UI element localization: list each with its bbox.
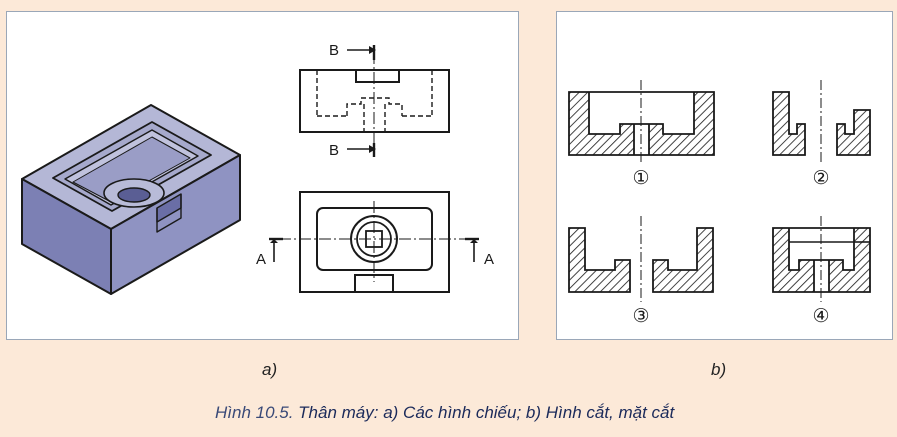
- caption-text: Thân máy: a) Các hình chiếu; b) Hình cắt…: [293, 403, 675, 422]
- front-view: [299, 45, 450, 157]
- panel-a-drawings: B B A A: [6, 11, 519, 340]
- figure-caption: Hình 10.5. Thân máy: a) Các hình chiếu; …: [215, 403, 674, 423]
- panel-a-svg: B B A A: [21, 42, 494, 295]
- section-option-3: [568, 216, 714, 302]
- caption-number: Hình 10.5.: [215, 403, 294, 422]
- section-marker-a-right: A: [484, 251, 494, 268]
- option-label-1: ①: [632, 168, 649, 189]
- top-view: [269, 191, 479, 293]
- section-option-1: [568, 80, 715, 164]
- option-label-3: ③: [632, 306, 649, 327]
- panel-b-svg: ① ② ③ ④: [568, 80, 871, 327]
- section-option-2: [772, 80, 871, 164]
- figure-label-b: b): [711, 360, 727, 379]
- option-label-2: ②: [812, 168, 829, 189]
- section-marker-b-bottom: B: [329, 142, 339, 159]
- option-label-4: ④: [812, 306, 829, 327]
- figure-label-a: a): [262, 360, 278, 379]
- section-marker-b-top: B: [329, 42, 339, 59]
- isometric-view: [21, 104, 241, 295]
- section-marker-a-left: A: [256, 251, 266, 268]
- section-option-4: [772, 216, 871, 302]
- panel-b-sections: ① ② ③ ④: [556, 11, 893, 340]
